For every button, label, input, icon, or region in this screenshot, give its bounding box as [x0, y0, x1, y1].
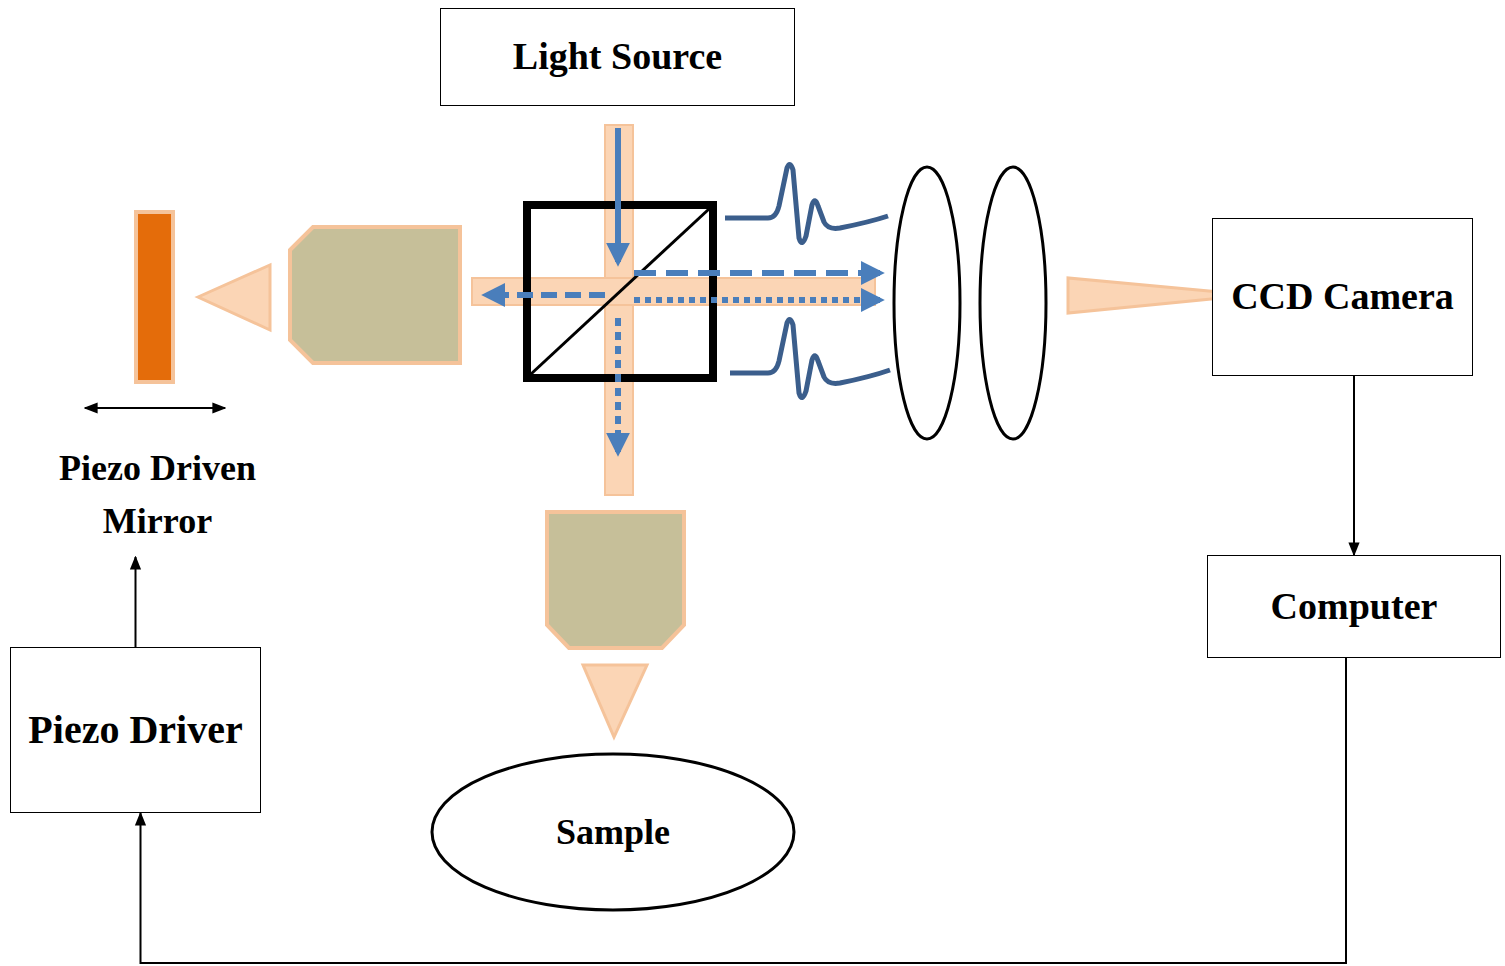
interference-signal: [730, 319, 890, 397]
node-text: CCD Camera: [1223, 269, 1462, 324]
ellipse-node: Sample: [430, 752, 796, 912]
process-box: Computer: [1207, 555, 1501, 658]
process-box: Light Source: [440, 8, 795, 106]
node-text: Sample: [548, 806, 678, 858]
mirror: [136, 212, 173, 382]
light-beam: [605, 125, 633, 495]
reference-arrow: [486, 292, 605, 298]
part-label: Piezo Driven Mirror: [27, 432, 288, 557]
light-cone: [583, 665, 647, 737]
reference-return-arrow: [634, 270, 880, 276]
objective-lens: [290, 227, 460, 363]
node-text: Light Source: [505, 29, 730, 84]
node-text: Piezo Driven Mirror: [27, 442, 288, 546]
signal-wire: [141, 658, 1347, 963]
motion-arrow: [85, 407, 225, 409]
process-box: Piezo Driver: [10, 647, 261, 813]
node-text: Piezo Driver: [20, 701, 250, 759]
light-cone: [198, 265, 270, 330]
incident-arrow: [615, 128, 621, 262]
sample-arrow: [615, 318, 621, 452]
process-box: CCD Camera: [1212, 218, 1473, 376]
signal-wire: [1353, 376, 1355, 555]
objective-lens: [547, 512, 684, 648]
sample-return-arrow: [634, 297, 880, 303]
lens: [894, 167, 960, 439]
interference-signal: [725, 164, 888, 242]
node-text: Computer: [1263, 579, 1446, 634]
ellipse-outline: [432, 754, 794, 910]
lens: [980, 167, 1046, 439]
signal-wire: [135, 557, 137, 647]
